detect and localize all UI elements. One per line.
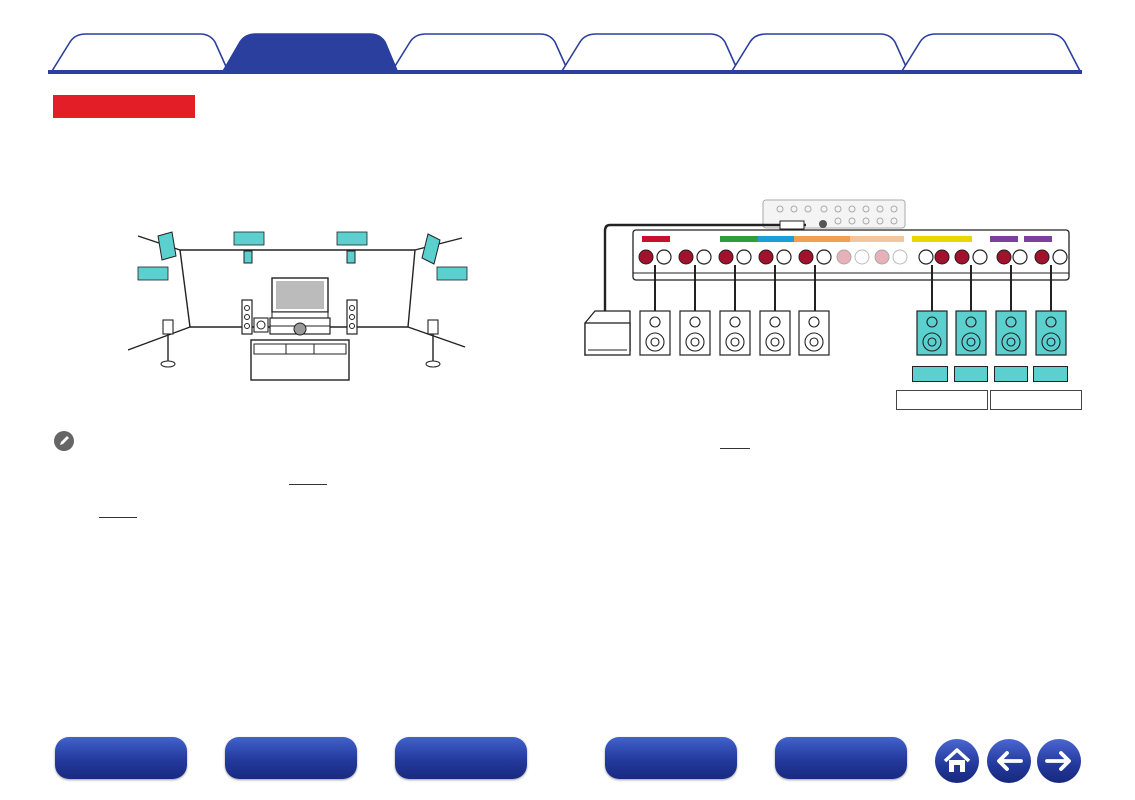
subwoofer-cable — [603, 223, 806, 313]
note-pencil-icon — [54, 431, 74, 451]
footer-button-3[interactable] — [395, 737, 527, 779]
surround-left-speaker — [160, 319, 176, 368]
tab-1[interactable] — [50, 33, 230, 72]
height-speakers — [916, 310, 1067, 356]
top-middle-left-speaker — [243, 250, 253, 264]
tab-bar — [48, 33, 1082, 74]
footer-button-2[interactable] — [225, 737, 357, 779]
channel-labels — [642, 236, 1052, 242]
top-middle-right-speaker — [346, 250, 356, 264]
link-underline-1[interactable] — [289, 484, 327, 485]
height-tag-2 — [954, 366, 988, 382]
link-underline-2[interactable] — [99, 517, 137, 518]
back-button[interactable] — [987, 739, 1031, 783]
front-left-tower-speaker — [241, 299, 253, 335]
home-icon — [943, 748, 971, 772]
tab-baseline — [48, 70, 1082, 74]
surround-right-speaker — [425, 319, 441, 368]
listener-sofa-icon — [250, 322, 350, 381]
subwoofer-icon — [253, 317, 269, 333]
forward-arrow-icon — [1045, 751, 1071, 771]
room-layout-diagram — [128, 231, 468, 381]
tab-6[interactable] — [900, 33, 1082, 72]
caption-box-right — [990, 390, 1082, 410]
front-right-tower-speaker — [346, 299, 358, 335]
tab-4[interactable] — [560, 33, 740, 72]
height-tag-4 — [1033, 366, 1068, 382]
speaker-tag-1 — [233, 231, 265, 246]
tab-3[interactable] — [390, 33, 570, 72]
home-button[interactable] — [935, 739, 979, 783]
speaker-tag-2 — [336, 231, 368, 246]
height-tag-3 — [994, 366, 1028, 382]
tab-2-active[interactable] — [220, 33, 400, 74]
height-tag-1 — [912, 366, 948, 382]
front-height-left-speaker — [157, 231, 177, 261]
footer-button-4[interactable] — [605, 737, 737, 779]
speaker-tag-3 — [137, 266, 169, 281]
back-arrow-icon — [997, 751, 1023, 771]
speaker-tag-4 — [436, 266, 468, 281]
link-underline-3[interactable] — [720, 448, 750, 449]
section-badge — [53, 95, 195, 118]
terminal-posts — [638, 249, 1068, 265]
front-height-right-speaker — [421, 233, 441, 265]
caption-box-left — [896, 390, 988, 410]
footer-button-1[interactable] — [55, 737, 187, 779]
subwoofer-box-icon — [584, 310, 631, 356]
footer-button-5[interactable] — [775, 737, 907, 779]
tab-5[interactable] — [730, 33, 910, 72]
speaker-wiring-diagram — [584, 199, 1070, 356]
forward-button[interactable] — [1037, 739, 1081, 783]
speaker-wires — [654, 265, 1052, 313]
